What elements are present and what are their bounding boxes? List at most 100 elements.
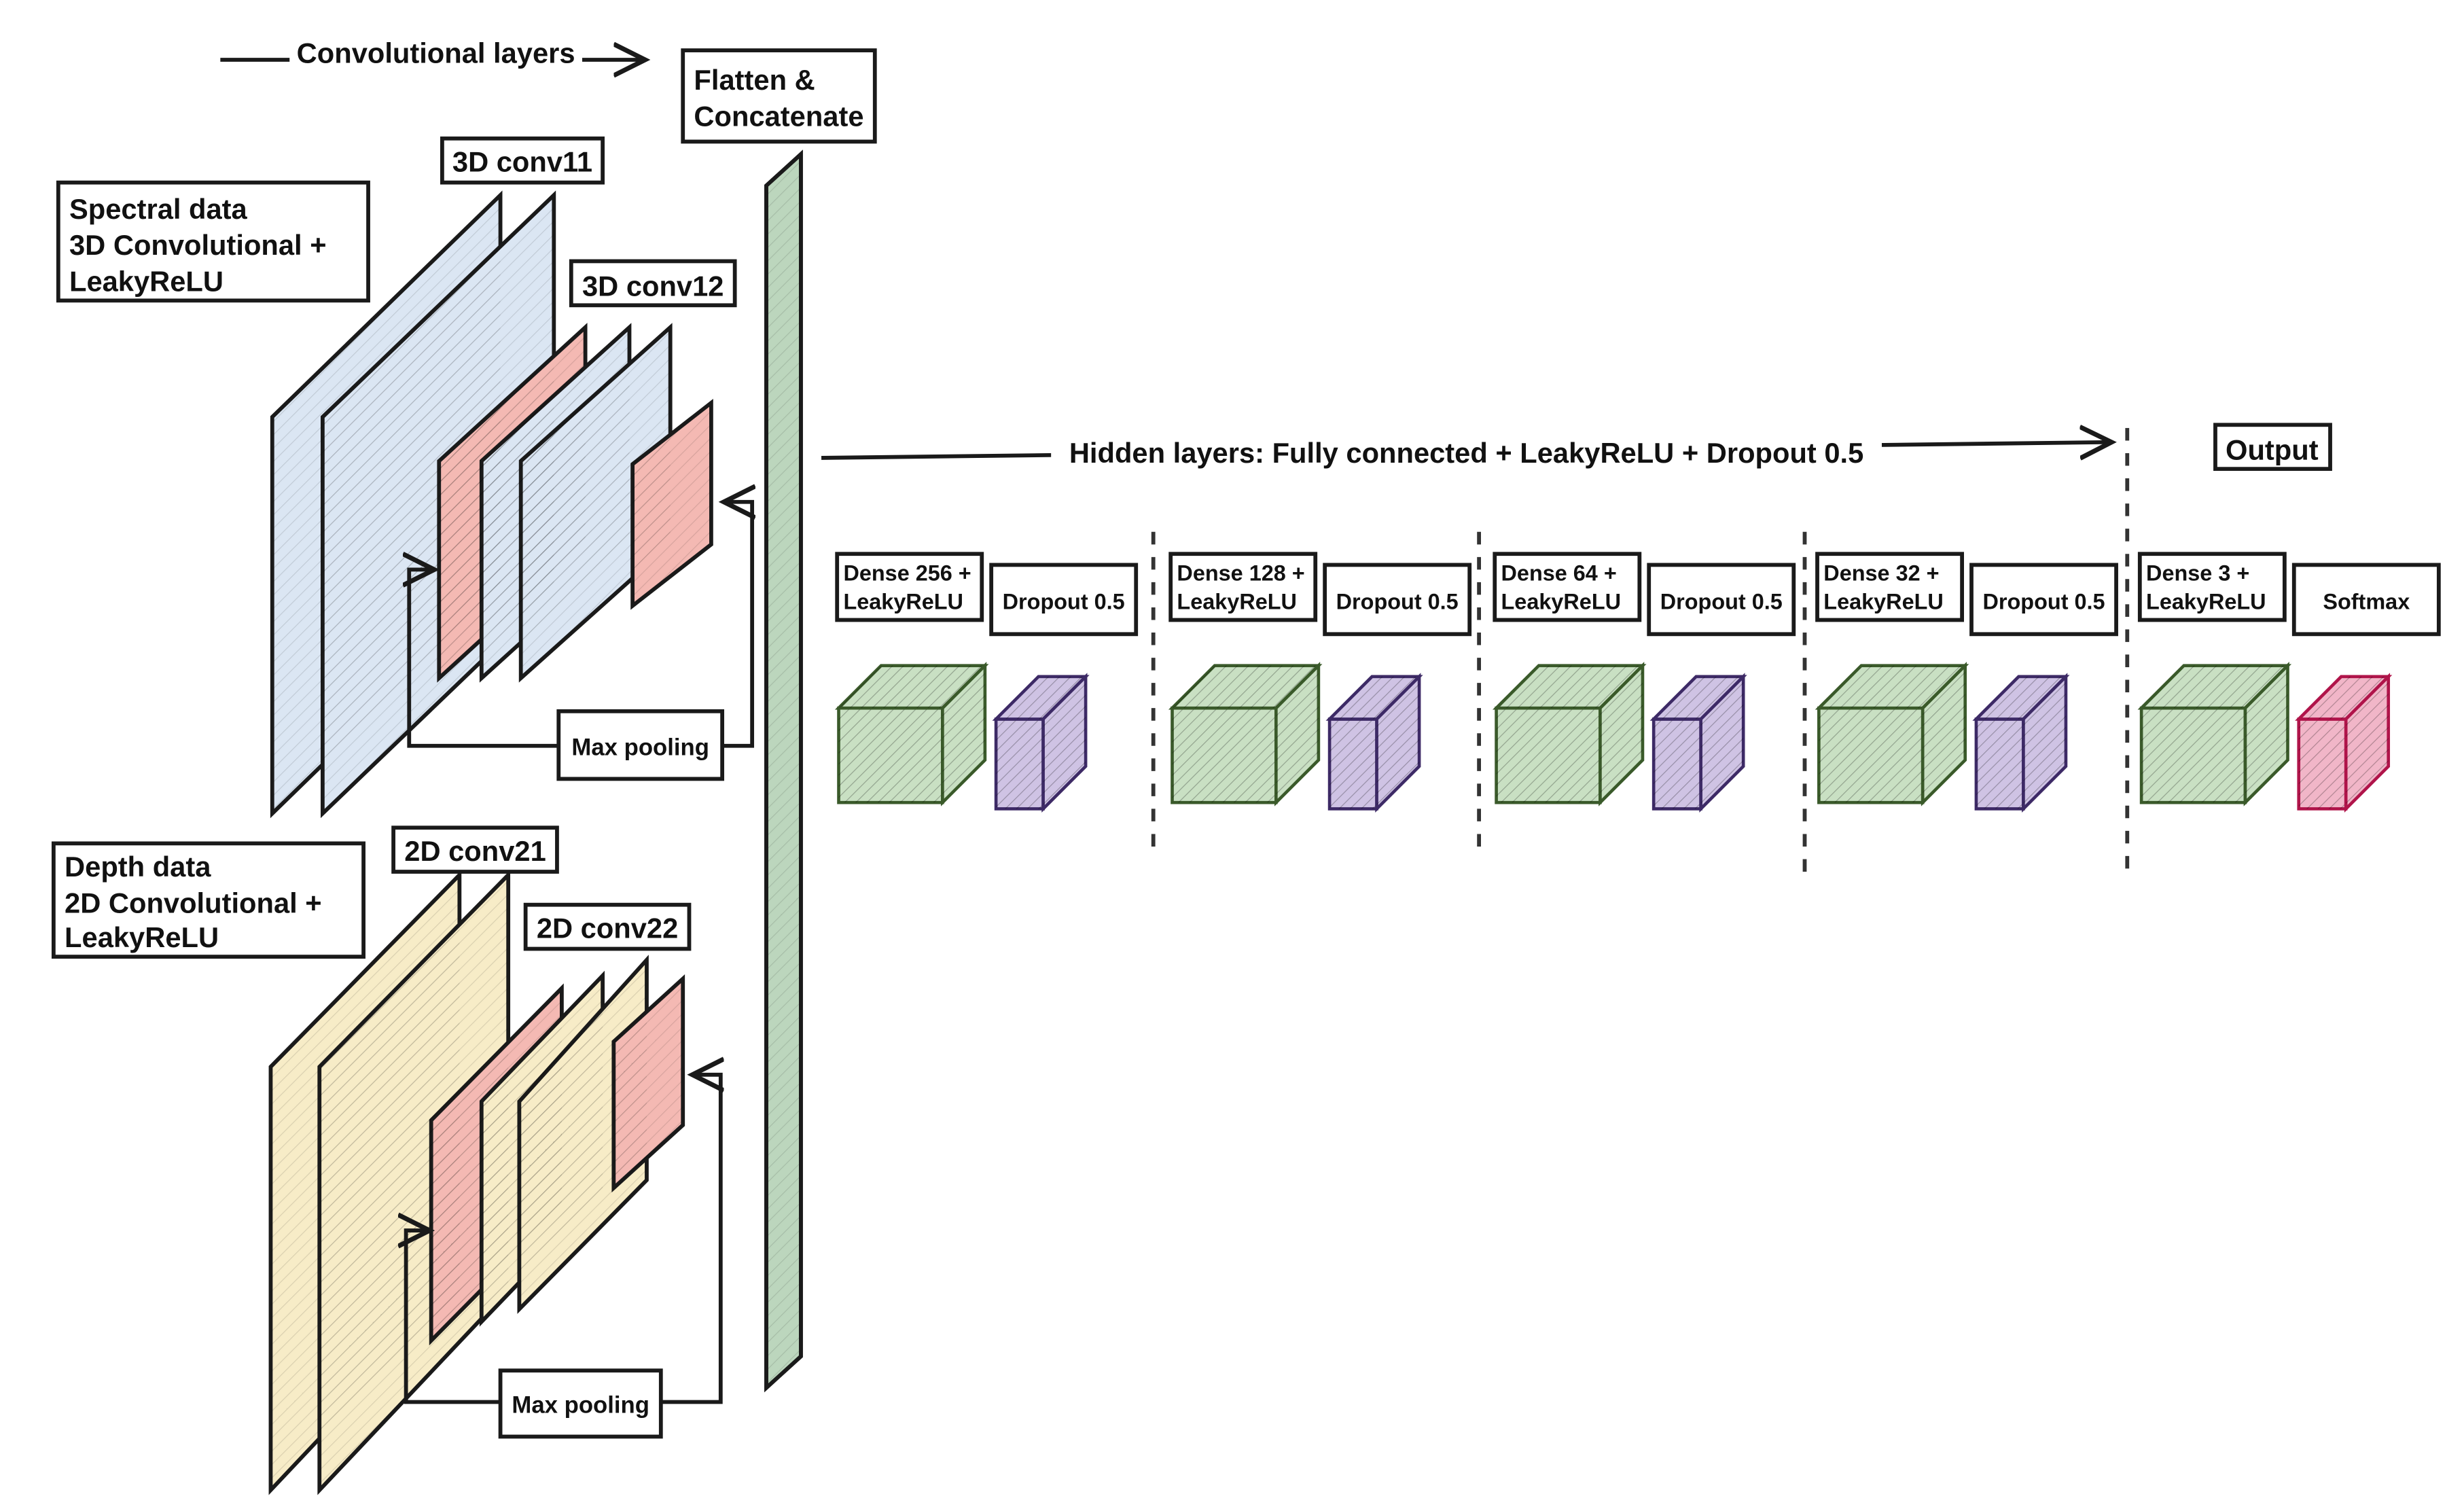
cube-hatch (1976, 719, 2024, 809)
svg-text:2D conv22: 2D conv22 (537, 912, 678, 944)
dense-block-3: Dense 64 + LeakyReLU Dropout 0.5 (1492, 552, 1796, 813)
spectral-desc-line2: 3D Convolutional + (69, 229, 327, 261)
depth-hatching (270, 874, 683, 1491)
spectral-maxpool-label: Max pooling (556, 709, 725, 781)
flatten-bar-hatch (764, 149, 803, 1393)
cube-hatch (1329, 676, 1420, 720)
cube-hatch (996, 719, 1043, 809)
dense-cube (1492, 662, 1647, 806)
depth-conv2-label: 2D conv22 (523, 902, 692, 951)
dense-label-box (1815, 552, 1964, 622)
depth-conv1-label: 2D conv21 (391, 825, 559, 874)
dense-label-line: Dense 64 + (1501, 561, 1617, 586)
svg-text:3D conv12: 3D conv12 (582, 270, 724, 302)
dense-cube (2137, 662, 2292, 806)
activation-cube (1649, 673, 1747, 813)
activation-label: Softmax (2323, 589, 2410, 614)
dense-label-line: LeakyReLU (1501, 589, 1622, 614)
spectral-conv2-label: 3D conv12 (569, 259, 737, 308)
dense-label-line: Dense 256 + (843, 561, 971, 586)
svg-text:Max pooling: Max pooling (512, 1393, 649, 1419)
cube-hatch (1923, 665, 1965, 803)
flatten-label-line1: Flatten & (694, 64, 815, 96)
activation-label: Dropout 0.5 (1336, 589, 1459, 614)
cube-hatch (2298, 676, 2389, 720)
activation-label-box (1323, 563, 1472, 637)
flatten-label-box: Flatten & Concatenate (681, 48, 877, 144)
dense-block-1: Dense 256 + LeakyReLU Dropout 0.5 (834, 552, 1139, 813)
spectral-conv1-label: 3D conv11 (440, 136, 605, 185)
cube-hatch (1700, 676, 1744, 809)
activation-cube (1972, 673, 2070, 813)
cube-hatch (1276, 665, 1319, 803)
svg-text:Output: Output (2226, 433, 2319, 465)
depth-desc-line1: Depth data (65, 851, 211, 883)
conv-layers-label: Convolutional layers (297, 37, 575, 69)
cube-hatch (838, 665, 985, 709)
cube-hatch (2141, 708, 2245, 803)
spectral-pool-arrow-left (409, 569, 560, 748)
dense-label-line: LeakyReLU (1823, 589, 1944, 614)
depth-description-box: Depth data 2D Convolutional + LeakyReLU (51, 841, 365, 959)
cube-hatch (2245, 665, 2288, 803)
cube-hatch (1496, 708, 1601, 803)
hidden-layers-label: Hidden layers: Fully connected + LeakyRe… (1069, 437, 1863, 469)
dense-label-box (2137, 552, 2287, 622)
activation-label-box (1647, 563, 1796, 637)
dense-label-line: Dense 32 + (1823, 561, 1939, 586)
cube-hatch (1329, 719, 1377, 809)
svg-text:3D conv11: 3D conv11 (452, 145, 592, 177)
depth-desc-line3: LeakyReLU (65, 921, 219, 953)
activation-cube (2295, 673, 2393, 813)
output-label-box: Output (2213, 423, 2332, 472)
activation-label-box (2291, 563, 2441, 637)
svg-text:2D conv21: 2D conv21 (404, 835, 546, 867)
depth-pool-arrow-left (406, 1230, 504, 1404)
cube-hatch (1376, 676, 1420, 809)
cube-hatch (1654, 676, 1744, 720)
activation-label-box (989, 563, 1139, 637)
depth-maxpool-label: Max pooling (498, 1368, 663, 1439)
conv-layers-label-bg (289, 34, 583, 76)
depth-desc-line2: 2D Convolutional + (65, 887, 322, 919)
cube-hatch (1172, 665, 1319, 709)
spectral-description-box: Spectral data 3D Convolutional + LeakyRe… (56, 180, 370, 303)
cube-hatch (1819, 708, 1923, 803)
activation-label: Dropout 0.5 (1003, 589, 1125, 614)
activation-label: Dropout 0.5 (1983, 589, 2105, 614)
cube-hatch (2141, 665, 2288, 709)
hidden-layers-label-bg (1051, 431, 1882, 472)
cube-hatch (2298, 719, 2346, 809)
spectral-pool-arrow-right (724, 502, 752, 748)
dense-block-4: Dense 32 + LeakyReLU Dropout 0.5 (1815, 552, 2118, 813)
activation-cube (1325, 673, 1423, 813)
dense-label-line: LeakyReLU (1177, 589, 1297, 614)
svg-text:Max pooling: Max pooling (571, 735, 709, 761)
spectral-desc-line3: LeakyReLU (69, 265, 224, 297)
dense-cube (1168, 662, 1323, 806)
dense-label-line: LeakyReLU (843, 589, 963, 614)
cube-hatch (996, 676, 1086, 720)
flatten-label-line2: Concatenate (694, 100, 863, 132)
dense-label-box (835, 552, 984, 622)
dense-label-box (1168, 552, 1318, 622)
cube-hatch (942, 665, 985, 803)
dense-label-line: Dense 3 + (2146, 561, 2249, 586)
activation-label: Dropout 0.5 (1660, 589, 1783, 614)
cube-hatch (2023, 676, 2066, 809)
cube-hatch (1600, 665, 1643, 803)
depth-pool-arrow-right (660, 1075, 721, 1404)
activation-label-box (1969, 563, 2118, 637)
dense-cube (834, 662, 989, 806)
dense-blocks: Dense 256 + LeakyReLU Dropout 0.5 Dense 128… (834, 552, 2441, 813)
spectral-hatching (272, 195, 711, 814)
cube-hatch (1976, 676, 2066, 720)
dense-cube (1815, 662, 1969, 806)
cube-hatch (1043, 676, 1086, 809)
block-separators (1151, 427, 2130, 876)
activation-cube (992, 673, 1090, 813)
dense-label-line: Dense 128 + (1177, 561, 1304, 586)
cube-hatch (1172, 708, 1276, 803)
